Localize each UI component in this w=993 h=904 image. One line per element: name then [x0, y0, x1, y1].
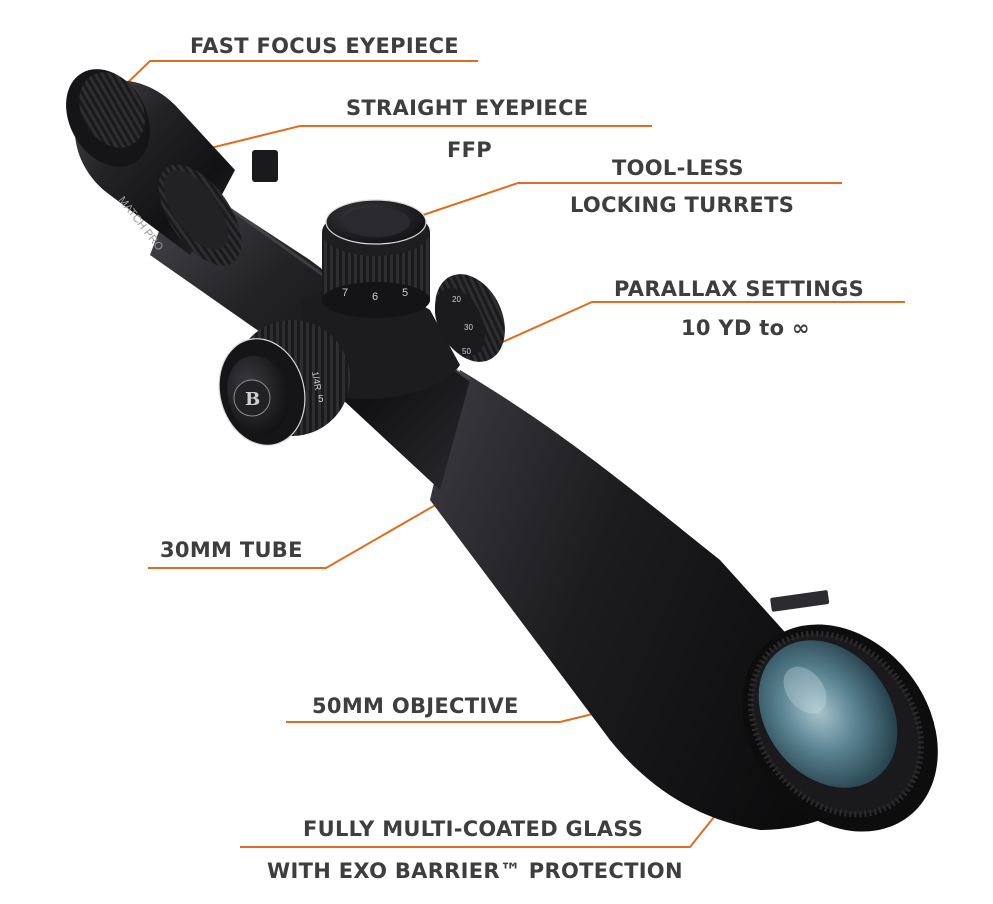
parallax-marking: 20 — [452, 295, 461, 304]
leader-parallax — [495, 301, 905, 346]
parallax-marking: 30 — [464, 323, 473, 332]
callout-parallax-settings: PARALLAX SETTINGS — [614, 277, 865, 301]
parallax-marking: 50 — [462, 347, 471, 356]
leader-straight-eyepiece — [169, 125, 652, 159]
leader-turrets — [419, 182, 842, 217]
elevation-turret: 7 6 5 — [322, 199, 430, 318]
callout-exo-barrier: WITH EXO BARRIER™ PROTECTION — [267, 859, 683, 883]
windage-turret: B 1/4R 5 — [218, 320, 350, 446]
callout-ffp: FFP — [447, 138, 492, 162]
turret-number: 7 — [342, 287, 348, 299]
leader-tube — [148, 491, 459, 569]
callout-parallax-range: 10 YD to ∞ — [681, 316, 810, 340]
callout-50mm-objective: 50MM OBJECTIVE — [312, 694, 519, 718]
windage-marking: 1/4R — [310, 371, 323, 392]
parallax-knob: 20 30 50 — [434, 274, 505, 362]
callout-tool-less: TOOL-LESS — [612, 156, 744, 180]
turret-number: 6 — [372, 291, 378, 303]
brand-logo: B — [245, 389, 260, 410]
callout-fast-focus-eyepiece: FAST FOCUS EYEPIECE — [190, 34, 459, 58]
callout-30mm-tube: 30MM TUBE — [160, 538, 303, 562]
callout-multi-coated-glass: FULLY MULTI-COATED GLASS — [303, 817, 644, 841]
windage-marking: 5 — [318, 394, 324, 405]
callout-locking-turrets: LOCKING TURRETS — [570, 193, 795, 217]
objective-lens — [758, 640, 898, 788]
eyepiece: MATCH PRO — [66, 69, 278, 266]
callout-leader-lines — [117, 60, 905, 848]
objective-bell — [430, 370, 938, 832]
turret-number: 5 — [402, 287, 408, 299]
callout-straight-eyepiece: STRAIGHT EYEPIECE — [346, 96, 589, 120]
leader-fast-focus — [117, 60, 478, 93]
